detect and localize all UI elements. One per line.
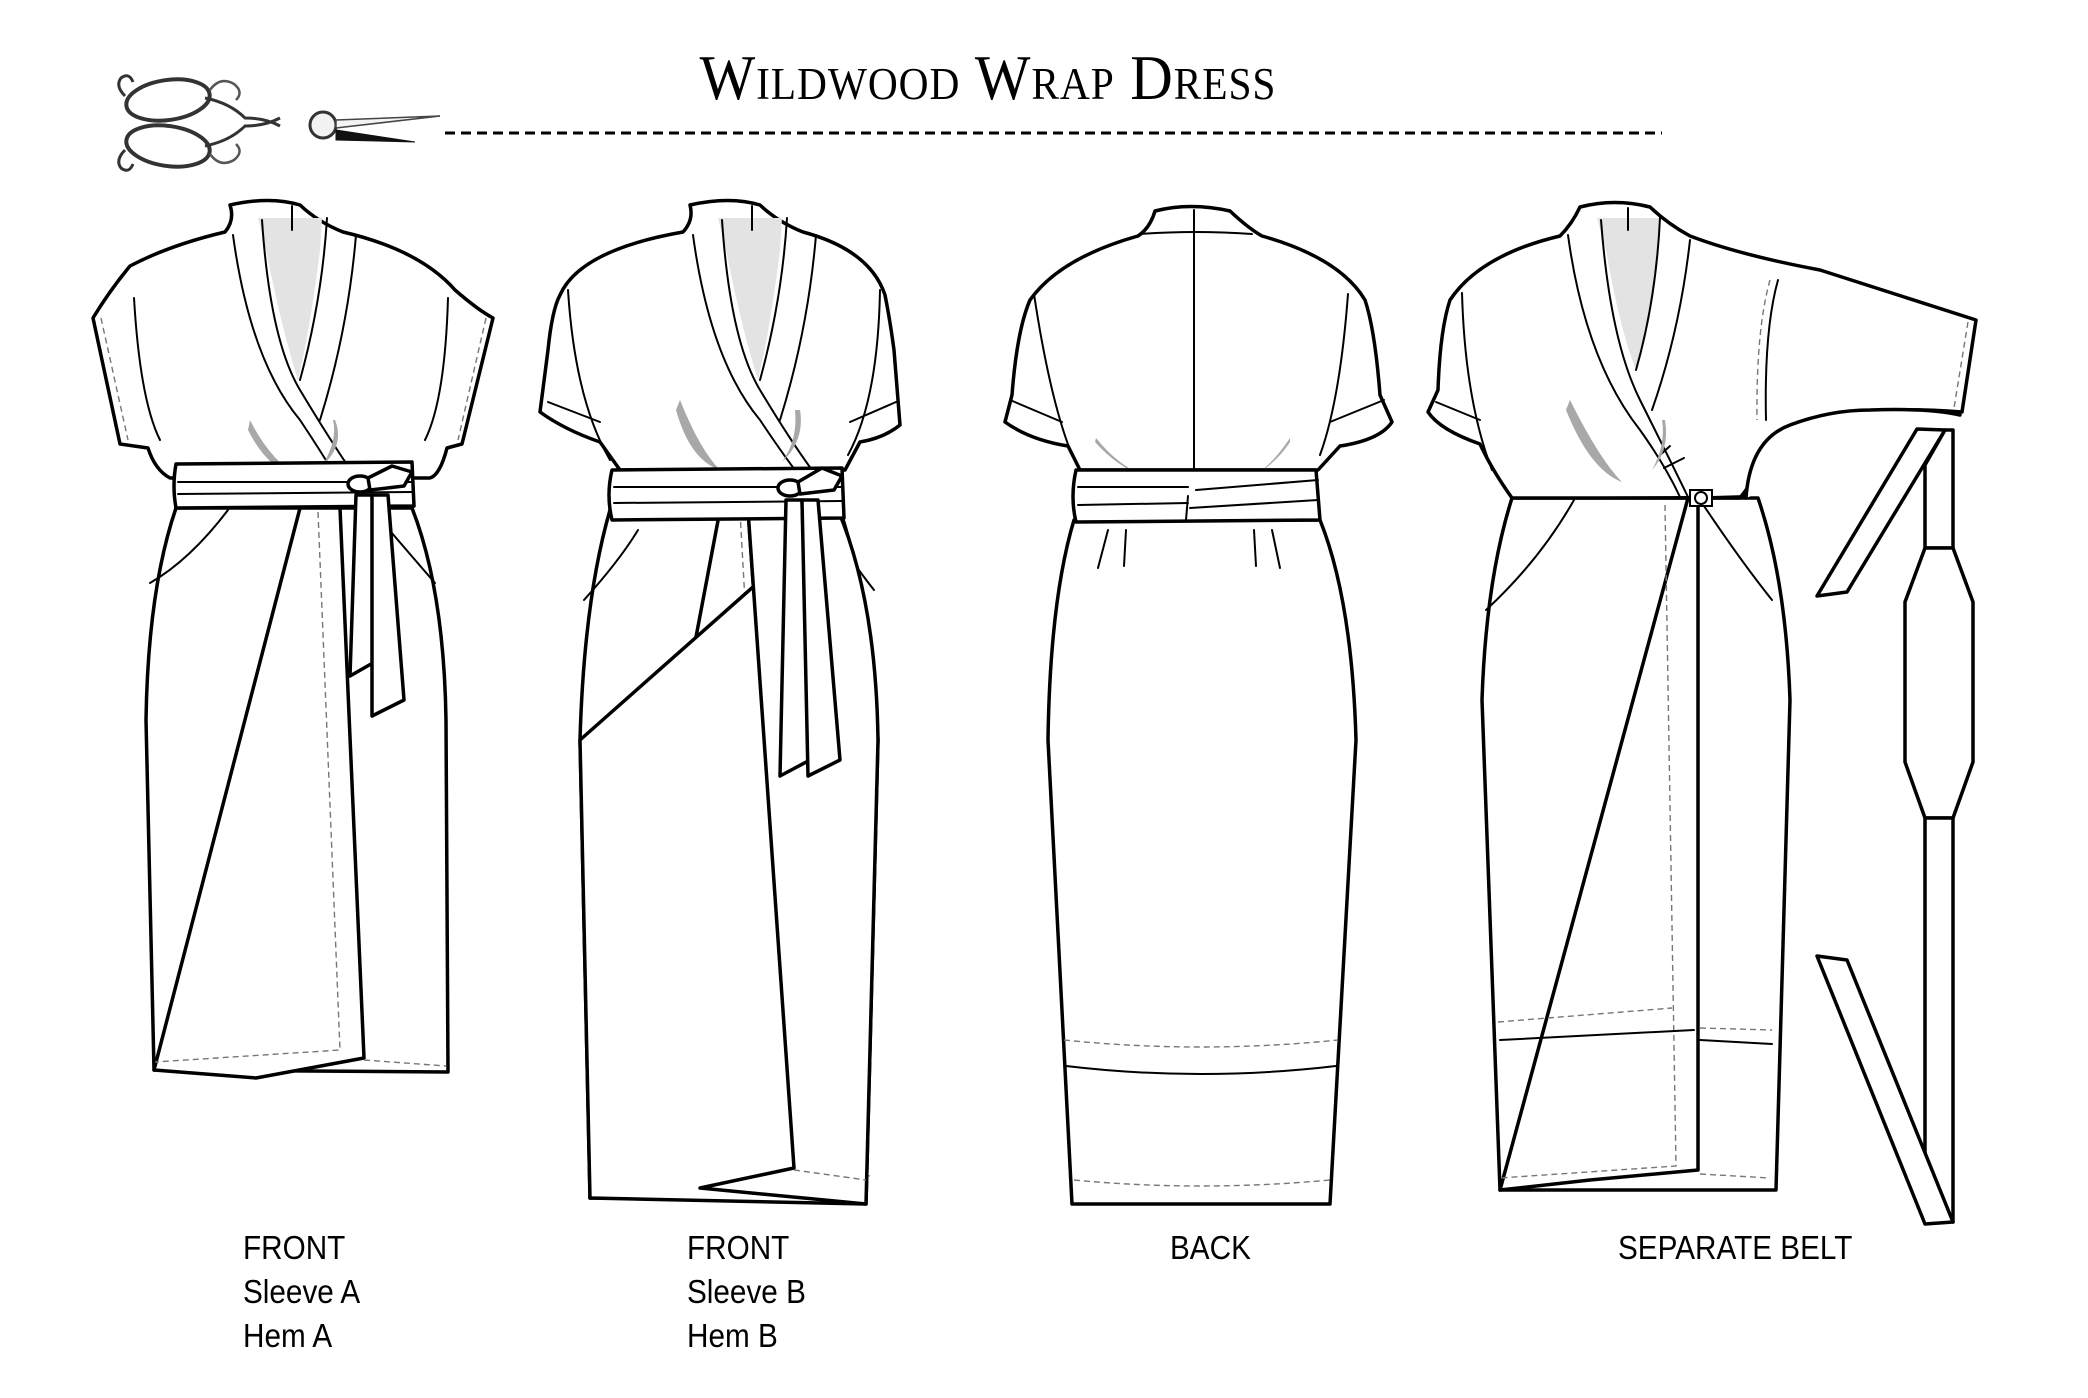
view-title: BACK bbox=[1170, 1229, 1251, 1266]
separate-belt-flat bbox=[1426, 200, 1978, 1226]
scissors-icon bbox=[117, 74, 441, 172]
view-title: SEPARATE BELT bbox=[1618, 1229, 1853, 1266]
view-label-separate-belt: SEPARATE BELT bbox=[1618, 1226, 1852, 1270]
front-sleeve-a-hem-a-flat bbox=[91, 198, 495, 1080]
sleeve-option: Sleeve A bbox=[243, 1273, 361, 1310]
sleeve-option: Sleeve B bbox=[687, 1273, 806, 1310]
hem-option: Hem A bbox=[243, 1317, 333, 1354]
view-label-front-b: FRONT Sleeve B Hem B bbox=[687, 1226, 806, 1358]
page-title: Wildwood Wrap Dress bbox=[699, 42, 1277, 113]
view-title: FRONT bbox=[687, 1229, 790, 1266]
hem-option: Hem B bbox=[687, 1317, 778, 1354]
front-sleeve-b-hem-b-flat bbox=[538, 198, 902, 1206]
view-label-front-a: FRONT Sleeve A Hem A bbox=[243, 1226, 360, 1358]
view-label-back: BACK bbox=[1170, 1226, 1251, 1270]
back-flat bbox=[1003, 204, 1394, 1206]
view-title: FRONT bbox=[243, 1229, 346, 1266]
